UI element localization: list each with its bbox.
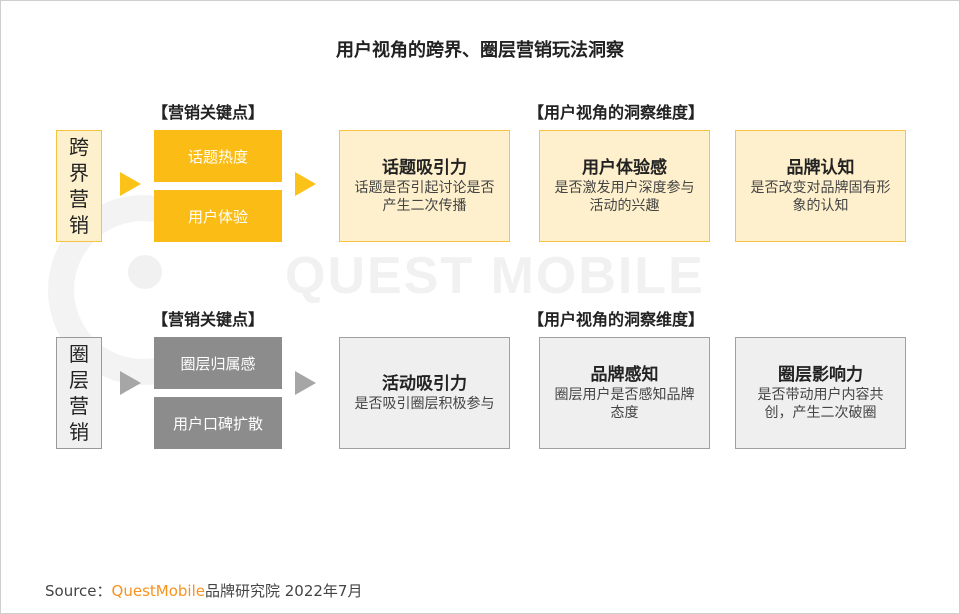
arrow-right-icon	[295, 172, 316, 196]
insight-box: 品牌认知是否改变对品牌固有形象的认知	[735, 130, 906, 242]
insight-desc: 是否带动用户内容共创，产生二次破圈	[757, 387, 884, 421]
source-note: Source：QuestMobile品牌研究院 2022年7月	[45, 580, 362, 601]
insight-box: 品牌感知圈层用户是否感知品牌态度	[539, 337, 710, 449]
watermark: QUEST MOBILE	[285, 247, 705, 305]
insight-desc: 话题是否引起讨论是否产生二次传播	[354, 180, 495, 214]
side-label-crossover: 跨界营销	[56, 130, 102, 242]
key-point: 话题热度	[154, 130, 282, 182]
key-points-label: 【营销关键点】	[152, 310, 265, 329]
insight-title: 话题吸引力	[382, 158, 467, 178]
insight-desc: 圈层用户是否感知品牌态度	[554, 387, 695, 421]
insight-desc: 是否激发用户深度参与活动的兴趣	[554, 180, 695, 214]
insight-title: 圈层影响力	[778, 365, 863, 385]
source-suffix: 品牌研究院 2022年7月	[204, 582, 363, 600]
insight-dimensions-label: 【用户视角的洞察维度】	[528, 103, 705, 122]
key-points-label: 【营销关键点】	[152, 103, 265, 122]
source-brand: QuestMobile	[111, 582, 205, 600]
key-point: 用户口碑扩散	[154, 397, 282, 449]
side-label-circle: 圈层营销	[56, 337, 102, 449]
key-point: 圈层归属感	[154, 337, 282, 389]
insight-desc: 是否改变对品牌固有形象的认知	[750, 180, 891, 214]
insight-box: 活动吸引力是否吸引圈层积极参与	[339, 337, 510, 449]
insight-title: 用户体验感	[582, 158, 667, 178]
insight-box: 话题吸引力话题是否引起讨论是否产生二次传播	[339, 130, 510, 242]
insight-desc: 是否吸引圈层积极参与	[354, 396, 495, 412]
insight-title: 品牌感知	[590, 365, 659, 385]
key-point: 用户体验	[154, 190, 282, 242]
arrow-right-icon	[120, 172, 141, 196]
watermark-logo-dot-icon	[128, 255, 162, 289]
insight-box: 用户体验感是否激发用户深度参与活动的兴趣	[539, 130, 710, 242]
insight-title: 活动吸引力	[382, 374, 467, 394]
diagram-title: 用户视角的跨界、圈层营销玩法洞察	[336, 40, 624, 61]
source-prefix: Source：	[45, 582, 112, 600]
insight-dimensions-label: 【用户视角的洞察维度】	[528, 310, 705, 329]
arrow-right-icon	[295, 371, 316, 395]
insight-box: 圈层影响力是否带动用户内容共创，产生二次破圈	[735, 337, 906, 449]
insight-title: 品牌认知	[786, 158, 855, 178]
arrow-right-icon	[120, 371, 141, 395]
